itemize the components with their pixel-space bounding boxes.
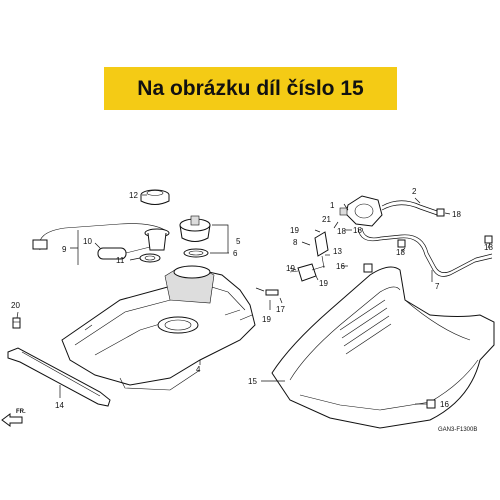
fuel-gauge-unit[interactable] — [32, 223, 170, 263]
front-direction-arrow: FR. — [1, 409, 26, 427]
callout-18c: 18 — [353, 226, 362, 235]
callout-2: 2 — [412, 187, 417, 196]
under-cover-15[interactable] — [271, 266, 495, 429]
callout-14: 14 — [55, 401, 64, 410]
callout-numbers: 1 2 4 5 6 7 8 9 10 11 12 13 14 15 16 16 … — [11, 187, 493, 410]
callout-18d: 18 — [396, 248, 405, 257]
callout-4: 4 — [196, 365, 201, 374]
callout-19a: 19 — [290, 226, 299, 235]
part-number-banner: Na obrázku díl číslo 15 — [104, 67, 397, 110]
callout-10: 10 — [83, 237, 92, 246]
vacuum-tube-7[interactable] — [357, 227, 493, 277]
callout-18e: 18 — [484, 243, 493, 252]
callout-8: 8 — [293, 238, 298, 247]
callout-16a: 16 — [336, 262, 345, 271]
callout-7: 7 — [435, 282, 440, 291]
callout-18b: 18 — [337, 227, 346, 236]
fuel-tube-2[interactable] — [381, 200, 441, 217]
bolt-18[interactable] — [397, 208, 493, 248]
callout-19d: 19 — [262, 315, 271, 324]
bolt-20[interactable] — [12, 317, 21, 329]
leader-lines — [16, 194, 491, 405]
callout-13: 13 — [333, 247, 342, 256]
svg-text:FR.: FR. — [16, 409, 26, 415]
callout-21: 21 — [322, 215, 331, 224]
callout-16b: 16 — [440, 400, 449, 409]
callout-15: 15 — [248, 377, 257, 386]
callout-12: 12 — [129, 191, 138, 200]
diagram-code: GAN3-F1300B — [438, 427, 477, 433]
fuel-valve-1[interactable] — [339, 195, 383, 227]
clip-19[interactable] — [265, 289, 279, 296]
fuel-tank[interactable] — [61, 265, 256, 391]
callout-19c: 19 — [319, 279, 328, 288]
fuel-cap-12[interactable] — [140, 189, 170, 205]
callout-20: 20 — [11, 301, 20, 310]
callout-17: 17 — [276, 305, 285, 314]
callout-11: 11 — [116, 256, 125, 265]
callout-18a: 18 — [452, 210, 461, 219]
callout-1: 1 — [330, 201, 335, 210]
callout-19b: 19 — [286, 264, 295, 273]
filler-cap-5[interactable] — [179, 215, 211, 258]
tank-strap[interactable] — [7, 347, 111, 407]
callout-5: 5 — [236, 237, 241, 246]
tube-joint-8[interactable] — [314, 231, 329, 269]
callout-9: 9 — [62, 245, 67, 254]
callout-6: 6 — [233, 249, 238, 258]
